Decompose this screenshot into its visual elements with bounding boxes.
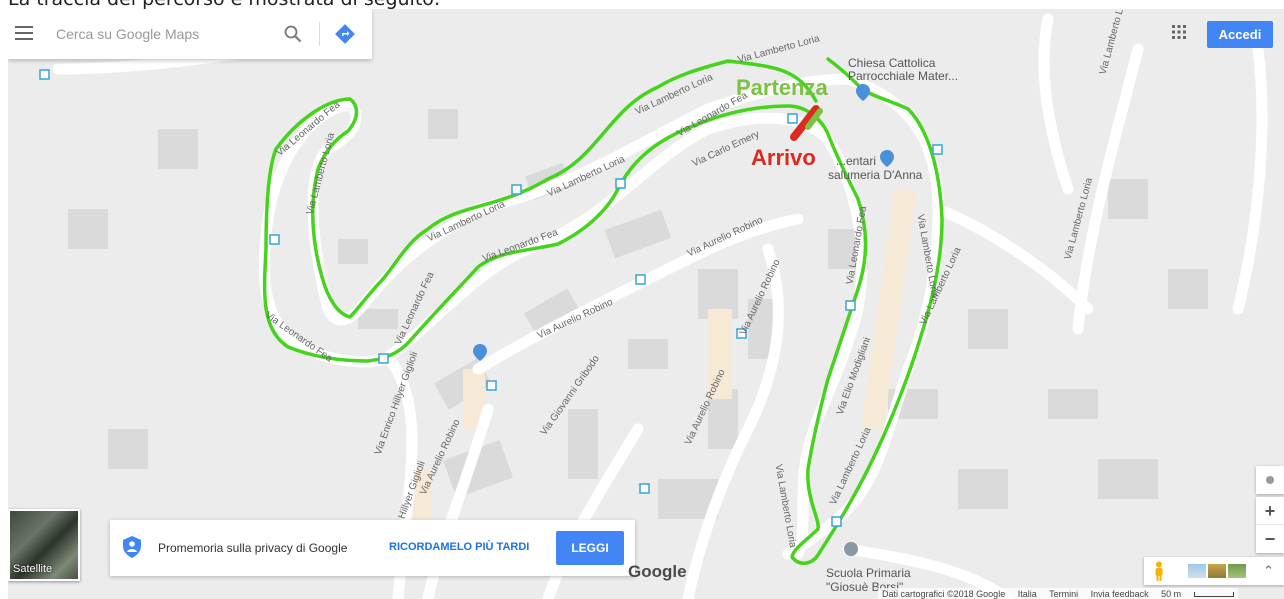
map-footer: Dati cartografici ©2018 Google Italia Te… xyxy=(878,588,1238,599)
google-logo: Google xyxy=(628,562,687,581)
login-button[interactable]: Accedi xyxy=(1207,21,1273,48)
remind-later-button[interactable]: RICORDAMELO PIÙ TARDI xyxy=(389,541,530,553)
menu-icon[interactable] xyxy=(15,26,33,42)
school-poi-name[interactable]: Scuola Primaria xyxy=(826,566,911,580)
zoom-in-button[interactable]: + xyxy=(1256,497,1284,525)
bottom-controls: ⌃ xyxy=(1144,557,1284,585)
feedback-link[interactable]: Invia feedback xyxy=(1090,589,1149,599)
start-label: Partenza xyxy=(736,75,828,100)
apps-grid-icon[interactable] xyxy=(1172,25,1186,39)
map-roads xyxy=(39,13,1268,599)
privacy-text: Promemoria sulla privacy di Google xyxy=(158,541,348,555)
search-input[interactable] xyxy=(56,23,266,45)
scale-bar xyxy=(1193,592,1234,598)
map-data-credit: Dati cartografici ©2018 Google xyxy=(882,589,1006,599)
scale-label: 50 m xyxy=(1161,589,1182,599)
shop-poi-name[interactable]: ...entari xyxy=(836,154,877,168)
church-poi-name[interactable]: Chiesa Cattolica Parrocchiale Mater... xyxy=(848,56,959,83)
terms-link[interactable]: Termini xyxy=(1049,589,1079,599)
page-caption: La traccia del percorso è mostrata di se… xyxy=(8,0,440,9)
my-location-button[interactable] xyxy=(1256,466,1284,494)
pegman-icon[interactable] xyxy=(1152,561,1166,581)
zoom-controls: + − xyxy=(1256,497,1284,553)
expand-icon[interactable]: ⌃ xyxy=(1263,563,1274,578)
country-label: Italia xyxy=(1017,589,1037,599)
layer-thumb-3[interactable] xyxy=(1228,564,1246,578)
map-canvas[interactable]: Via Leonardo Fea Via Lamberto Loria Via … xyxy=(8,9,1284,599)
shop-poi-name-2[interactable]: salumeria D'Anna xyxy=(828,168,923,182)
location-icon xyxy=(1266,476,1274,484)
layer-thumb-1[interactable] xyxy=(1188,564,1206,578)
satellite-label: Satellite xyxy=(13,563,53,575)
directions-icon[interactable] xyxy=(335,24,355,44)
layer-thumb-2[interactable] xyxy=(1208,564,1226,578)
privacy-reminder: Promemoria sulla privacy di Google RICOR… xyxy=(110,520,635,576)
satellite-toggle[interactable]: Satellite xyxy=(8,509,80,581)
search-box xyxy=(8,9,372,59)
search-divider xyxy=(319,22,320,46)
read-button[interactable]: LEGGI xyxy=(556,531,624,565)
zoom-out-button[interactable]: − xyxy=(1264,529,1276,549)
end-label: Arrivo xyxy=(751,145,816,170)
search-icon[interactable] xyxy=(284,25,302,43)
shield-icon xyxy=(123,536,141,558)
